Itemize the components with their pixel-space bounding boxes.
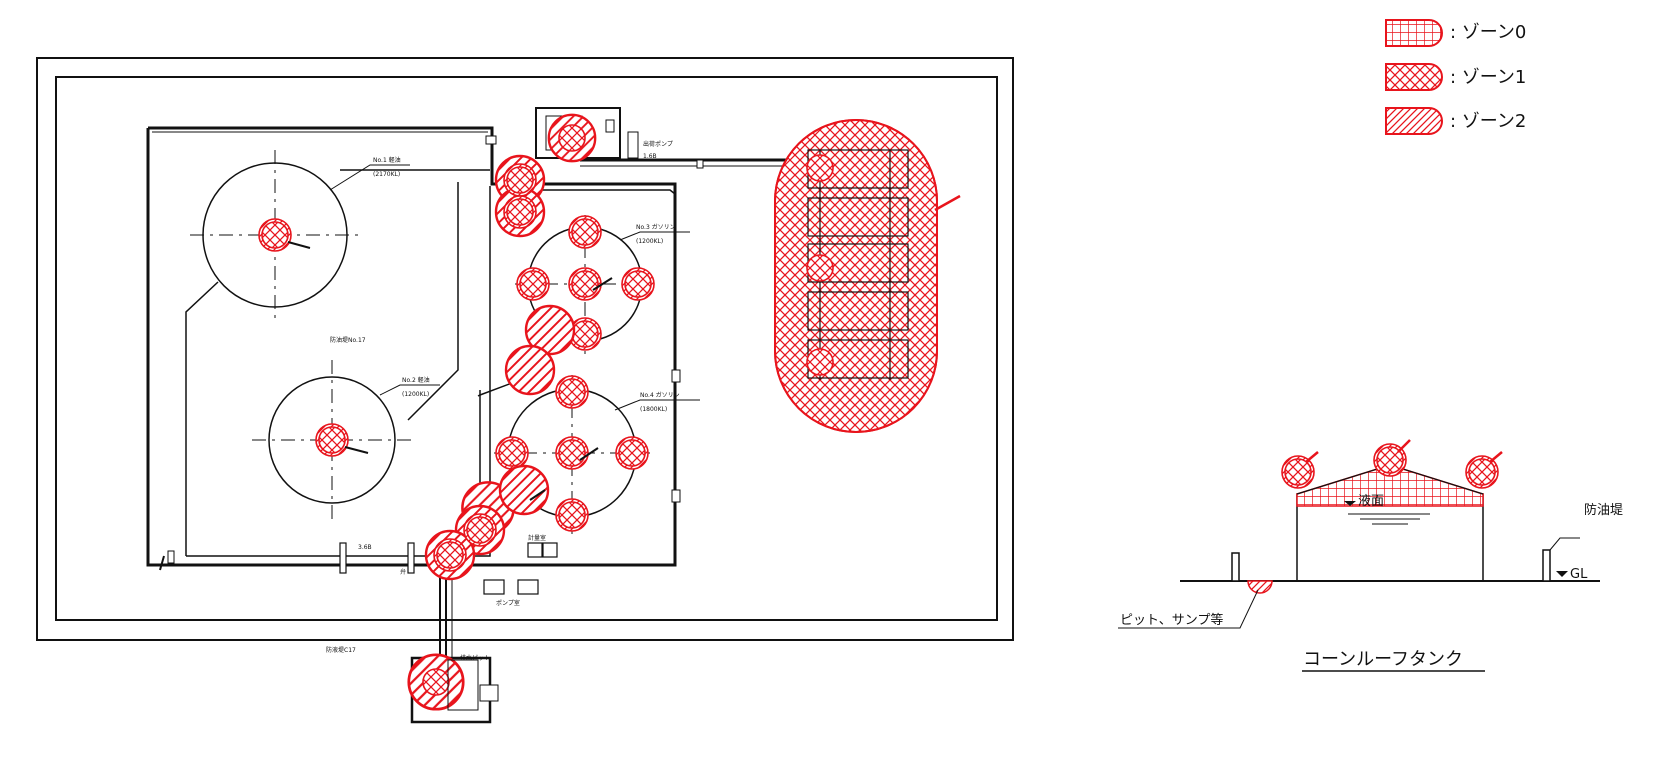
tank-1-name: No.1 軽油 (373, 156, 401, 164)
tank-4-capacity: (1800KL) (640, 406, 667, 413)
pump-house-label: 出荷ポンプ (643, 140, 673, 148)
piping (159, 135, 790, 681)
dike-wall (146, 126, 677, 567)
liquid-level-label: 液面 (1358, 494, 1384, 509)
plan-view: No.1 軽油 (2170KL) No.2 軽油 (1200KL) No.3 ガ… (36, 57, 1014, 724)
meter-room-label: 計量室 (528, 534, 546, 542)
tank-3-capacity: (1200KL) (636, 238, 663, 245)
section-view: 防油堤 液面 GL ピット、サンプ等 コーンルーフタンク (1118, 439, 1623, 672)
tank-4: No.4 ガソリン (1800KL) (494, 375, 700, 535)
ground-level-label: GL (1570, 567, 1588, 582)
valve-label: 弁 (400, 568, 406, 576)
legend-zone1-swatch (1385, 63, 1443, 91)
pipe-label-1: 1.6B (643, 153, 657, 160)
pipe-label-2: 3.6B (358, 544, 372, 551)
legend-zone0-swatch (1385, 19, 1443, 47)
tank-2: No.2 軽油 (1200KL) (252, 360, 440, 520)
pit-sump-zone2 (1247, 580, 1273, 594)
outer-dike-label: 防液堤C17 (326, 646, 356, 654)
pit-label: 排水ピット (460, 654, 490, 662)
legend-zone2-swatch (1385, 107, 1443, 135)
dike-wall-right (1542, 549, 1551, 582)
pump-house: 出荷ポンプ 1.6B (535, 107, 673, 163)
tank-3: No.3 ガソリン (1200KL) (515, 215, 690, 355)
pit-sump-label: ピット、サンプ等 (1120, 612, 1223, 628)
tank-4-name: No.4 ガソリン (640, 391, 680, 399)
tank-2-name: No.2 軽油 (402, 376, 430, 384)
loading-rack-zone (774, 119, 961, 433)
tank-2-vent-zone1 (318, 426, 346, 454)
tank-1-vent-zone1 (261, 221, 289, 249)
legend: : ゾーン0 : ゾーン1 : ゾーン2 (1385, 19, 1526, 135)
drain-pit: 排水ピット (407, 653, 499, 724)
site-boundary-inner (55, 76, 998, 621)
shed-label: ポンプ室 (496, 599, 520, 607)
cone-roof-tank-shell (1296, 493, 1484, 582)
dike-wall-label: 防油堤 (1584, 502, 1623, 518)
legend-zone2-label: : ゾーン2 (1450, 111, 1526, 132)
vent-pointers (287, 241, 613, 501)
pipe-hazard-zones (424, 154, 576, 581)
tank-1: No.1 軽油 (2170KL) (190, 150, 410, 320)
dike-label: 防油堤No.17 (330, 336, 366, 344)
tank-3-name: No.3 ガソリン (636, 223, 676, 231)
meter-room: 計量室 ポンプ室 (483, 534, 558, 607)
legend-zone1-label: : ゾーン1 (1450, 67, 1526, 88)
section-title: コーンルーフタンク (1303, 649, 1463, 670)
tank-1-capacity: (2170KL) (373, 171, 400, 178)
tank-2-capacity: (1200KL) (402, 391, 429, 398)
site-boundary-outer (36, 57, 1014, 641)
legend-zone0-label: : ゾーン0 (1450, 22, 1526, 43)
dike-wall-left (1231, 552, 1240, 582)
